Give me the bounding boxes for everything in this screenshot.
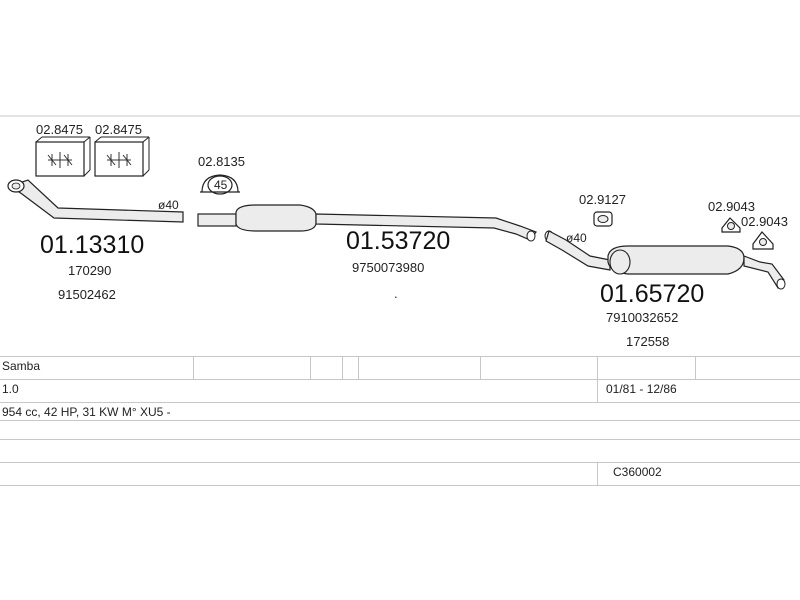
rear-silencer-ref1: 7910032652 bbox=[606, 310, 678, 325]
clamp-size: 45 bbox=[214, 178, 228, 192]
box-left-label: 02.8475 bbox=[36, 122, 83, 137]
table-rule-4 bbox=[0, 420, 800, 421]
clamp[interactable]: 45 bbox=[200, 174, 240, 195]
clamp-rear-b-label: 02.9043 bbox=[741, 214, 788, 229]
clamp-label: 02.8135 bbox=[198, 154, 245, 169]
middle-silencer-ref1: 9750073980 bbox=[352, 260, 424, 275]
engine-spec: 954 cc, 42 HP, 31 KW M° XU5 - bbox=[2, 405, 171, 419]
middle-silencer[interactable] bbox=[197, 204, 537, 242]
table-col-divider bbox=[310, 356, 311, 379]
accessory-box-right[interactable] bbox=[94, 136, 150, 177]
box-right-label: 02.8475 bbox=[95, 122, 142, 137]
production-years: 01/81 - 12/86 bbox=[606, 382, 677, 396]
table-col-divider bbox=[480, 356, 481, 379]
diameter-front: ø40 bbox=[158, 198, 179, 212]
rear-silencer-number: 01.65720 bbox=[600, 280, 704, 308]
accessory-box-left[interactable] bbox=[35, 136, 91, 177]
engine-size: 1.0 bbox=[2, 382, 19, 396]
front-pipe-number: 01.13310 bbox=[40, 231, 144, 259]
rear-silencer[interactable] bbox=[544, 230, 786, 290]
table-col-divider bbox=[193, 356, 194, 379]
table-rule-3 bbox=[0, 402, 800, 403]
front-pipe-ref2: 91502462 bbox=[58, 287, 116, 302]
table-col-divider bbox=[597, 379, 598, 402]
table-rule-2 bbox=[0, 379, 800, 380]
table-col-divider bbox=[342, 356, 343, 379]
vehicle-model: Samba bbox=[2, 359, 41, 373]
clamp-rear-a-label: 02.9043 bbox=[708, 199, 755, 214]
table-col-divider bbox=[597, 462, 598, 485]
diameter-rear: ø40 bbox=[566, 231, 587, 245]
table-rule-1 bbox=[0, 356, 800, 357]
middle-silencer-number: 01.53720 bbox=[346, 227, 450, 255]
rubber-mount-label: 02.9127 bbox=[579, 192, 626, 207]
table-col-divider bbox=[358, 356, 359, 379]
front-pipe-ref1: 170290 bbox=[68, 263, 111, 278]
clamp-rear-a[interactable] bbox=[721, 217, 741, 233]
table-col-divider bbox=[695, 356, 696, 379]
catalogue-code: C360002 bbox=[613, 465, 662, 479]
table-col-divider bbox=[597, 356, 598, 379]
rear-silencer-ref2: 172558 bbox=[626, 334, 669, 349]
front-pipe[interactable] bbox=[7, 179, 184, 223]
clamp-rear-b[interactable] bbox=[752, 231, 774, 250]
table-rule-6 bbox=[0, 462, 800, 463]
rubber-mount[interactable] bbox=[593, 211, 613, 227]
table-rule-5 bbox=[0, 439, 800, 440]
middle-silencer-dot: . bbox=[394, 286, 398, 301]
table-rule-7 bbox=[0, 485, 800, 486]
